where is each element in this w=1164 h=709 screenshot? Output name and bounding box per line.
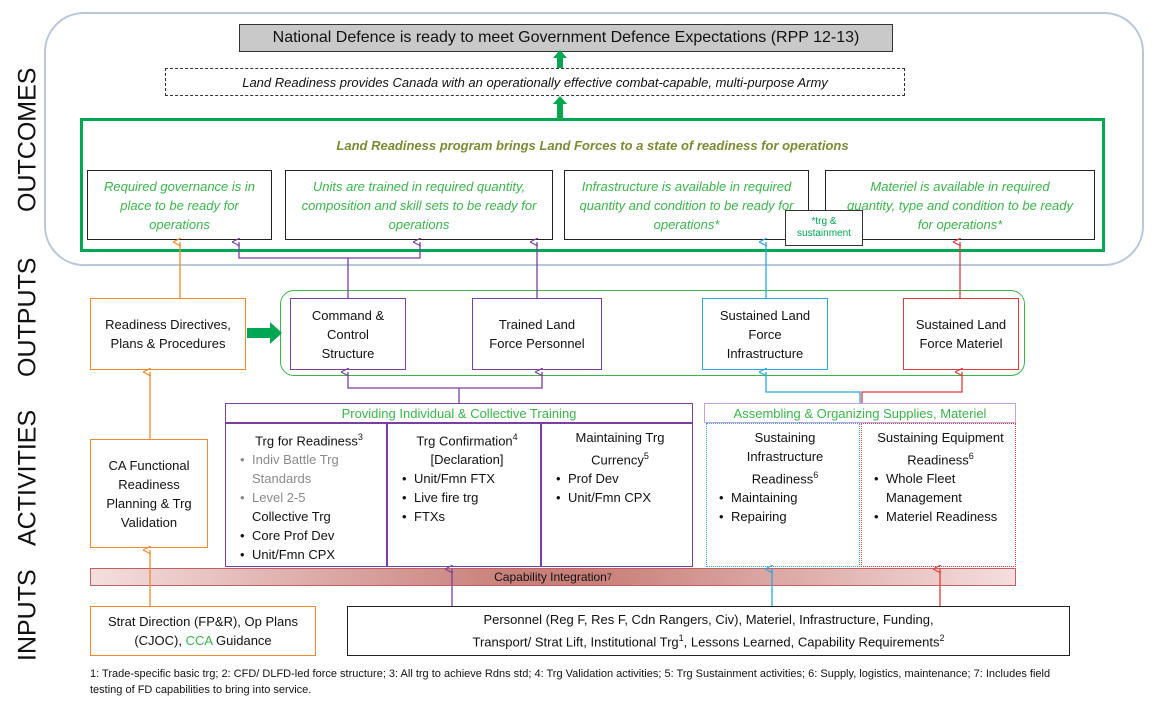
- list-item: Repairing: [719, 507, 851, 526]
- outcomes-frame: [44, 12, 1144, 266]
- activity-trg-readiness: Trg for Readiness3 Indiv Battle Trg Stan…: [225, 423, 387, 567]
- label-outputs: OUTPUTS: [13, 257, 42, 377]
- green-right-arrow: [247, 322, 282, 344]
- activity-sustaining-equipment: Sustaining Equipment Readiness6 Whole Fl…: [861, 423, 1016, 567]
- list-item: Level 2-5: [240, 488, 378, 507]
- activity-sustaining-infra: Sustaining Infrastructure Readiness6 Mai…: [706, 423, 860, 567]
- outcome-second: Land Readiness provides Canada with an o…: [165, 68, 905, 96]
- list-item: Materiel Readiness: [874, 507, 1007, 526]
- output-directives: Readiness Directives, Plans & Procedures: [90, 298, 246, 370]
- outcome-units: Units are trained in required quantity, …: [285, 170, 553, 240]
- cyan-line: [766, 372, 861, 403]
- activity-maintaining-trg: Maintaining Trg Currency5 Prof Dev Unit/…: [541, 423, 693, 567]
- list-item: FTXs: [402, 507, 532, 526]
- list-item: Unit/Fmn CPX: [556, 488, 684, 507]
- list-item: Unit/Fmn FTX: [402, 469, 532, 488]
- purple-line: [348, 372, 460, 403]
- outcome-infrastructure: Infrastructure is available in required …: [564, 170, 809, 240]
- list-item: Collective Trg: [252, 509, 331, 525]
- list-item: Indiv Battle Trg Standards: [240, 450, 378, 488]
- outcome-top: National Defence is ready to meet Govern…: [239, 24, 893, 52]
- outcome-materiel: Materiel is available in required quanti…: [825, 170, 1095, 240]
- list-item: Live fire trg: [402, 488, 532, 507]
- training-header: Providing Individual & Collective Traini…: [225, 403, 693, 423]
- output-personnel: Trained Land Force Personnel: [472, 298, 602, 370]
- list-item: Prof Dev: [556, 469, 684, 488]
- label-outcomes: OUTCOMES: [13, 67, 42, 213]
- input-strat-direction: Strat Direction (FP&R), Op Plans (CJOC),…: [90, 606, 316, 656]
- activity-trg-confirmation: Trg Confirmation4 [Declaration] Unit/Fmn…: [387, 423, 541, 567]
- supplies-header: Assembling & Organizing Supplies, Materi…: [704, 403, 1016, 423]
- outcome-governance: Required governance is in place to be re…: [87, 170, 272, 240]
- label-inputs: INPUTS: [13, 569, 42, 661]
- activity-ca: CA Functional Readiness Planning & Trg V…: [90, 439, 208, 548]
- footnote: 1: Trade-specific basic trg; 2: CFD/ DLF…: [90, 668, 1051, 696]
- list-item: Unit/Fmn CPX: [240, 545, 378, 564]
- label-activities: ACTIVITIES: [13, 409, 42, 547]
- outcome-program-frame: [80, 118, 1105, 252]
- list-item: Maintaining: [719, 488, 851, 507]
- output-infra: Sustained Land Force Infrastructure: [702, 298, 828, 370]
- output-materiel: Sustained Land Force Materiel: [903, 298, 1019, 370]
- list-item: Whole Fleet Management: [874, 469, 1007, 507]
- list-item: Core Prof Dev: [240, 526, 378, 545]
- outcome-program-title: Land Readiness program brings Land Force…: [336, 137, 849, 153]
- outcome-callout: *trg & sustainment: [785, 210, 863, 246]
- input-personnel: Personnel (Reg F, Res F, Cdn Rangers, Ci…: [347, 606, 1070, 656]
- red-line: [861, 372, 962, 403]
- output-c2: Command & Control Structure: [290, 298, 406, 370]
